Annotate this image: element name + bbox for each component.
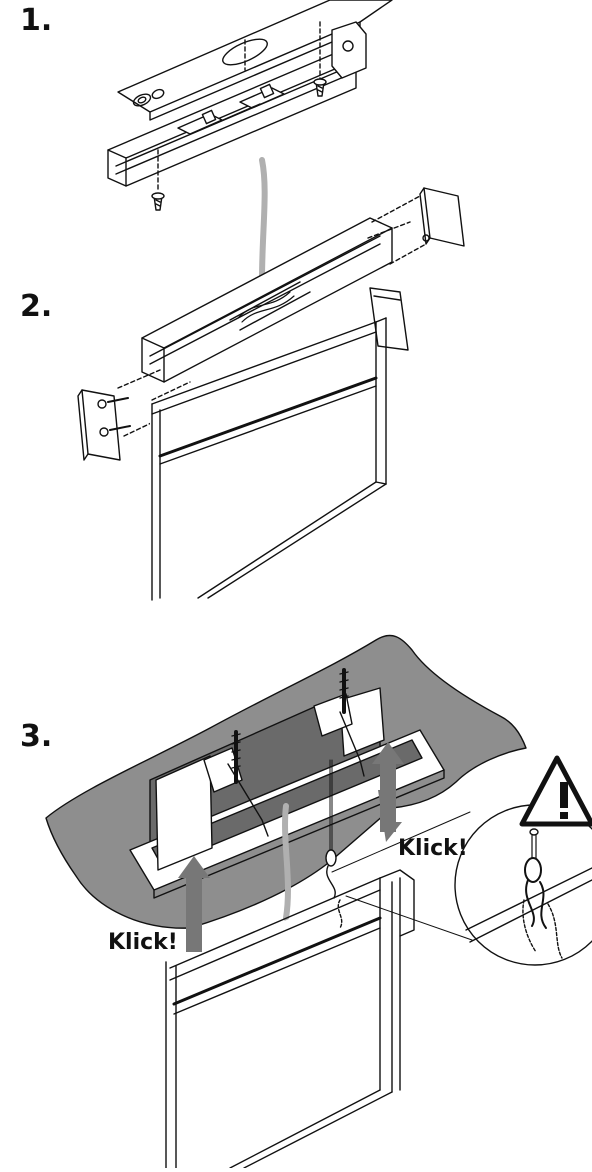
screw-icon	[313, 78, 327, 97]
push-arrow-left	[178, 856, 210, 952]
klick-callout-left: Klick!	[108, 930, 178, 955]
step-label-1: 1.	[20, 3, 53, 38]
step-label-3: 3.	[20, 719, 53, 754]
step3-ceiling-installation	[45, 634, 527, 1169]
push-arrow-right	[372, 742, 404, 842]
detail-magnifier	[454, 804, 592, 966]
step2-luminaire-assembly	[77, 187, 465, 601]
left-end-cap	[77, 389, 131, 461]
warning-triangle-icon	[519, 755, 592, 827]
klick-callout-right: Klick!	[398, 836, 468, 861]
step-label-2: 2.	[20, 289, 53, 324]
rail-terminal-block	[177, 83, 285, 135]
threaded-rod	[339, 668, 349, 714]
threaded-rod	[231, 730, 241, 784]
screw-icon	[151, 192, 165, 211]
mains-cable	[259, 157, 268, 283]
step1-mounting-rail	[107, 0, 393, 211]
